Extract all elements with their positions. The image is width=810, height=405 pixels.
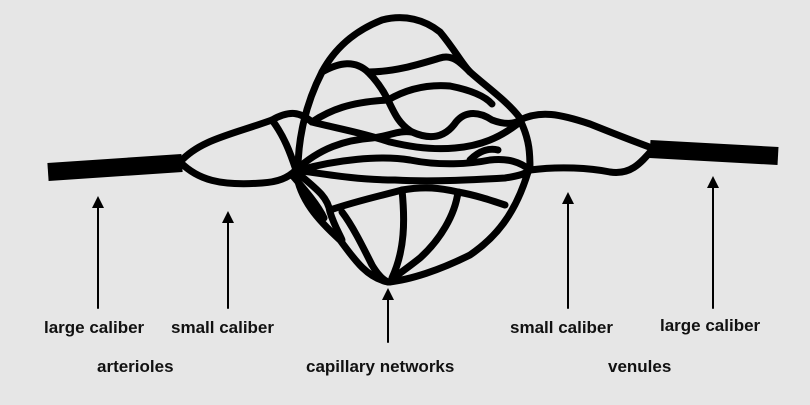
arrow-head-capillary [382,288,394,300]
capillary-network [288,14,534,286]
arrow-head-venule-large [707,176,719,188]
venule-large-trunk [649,140,779,165]
label-arteriole-small-caliber: small caliber [171,318,275,337]
label-arteriole-large-caliber: large caliber [44,318,145,337]
label-venule-small-caliber: small caliber [510,318,614,337]
arrow-head-venule-small [562,192,574,204]
label-venules: venules [608,357,672,376]
venule-small-branches [516,110,656,176]
arteriole-small-branches [176,110,316,188]
arteriole-large-trunk [47,154,183,181]
arrow-head-arteriole-small [222,211,234,223]
arrow-head-arteriole-large [92,196,104,208]
label-arterioles: arterioles [97,357,174,376]
label-venule-large-caliber: large caliber [660,316,761,335]
pointer-arrows [97,185,714,343]
label-capillary-networks: capillary networks [306,357,455,376]
arrow-heads [92,176,719,300]
